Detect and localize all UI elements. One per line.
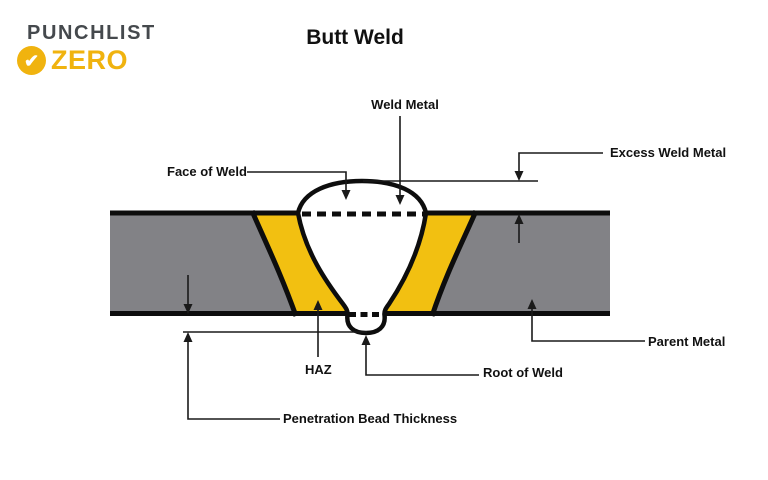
label-excess-weld-metal: Excess Weld Metal — [610, 145, 727, 160]
haz-right-boundary-line — [429, 209, 479, 317]
weld-bead-shape — [295, 178, 429, 336]
weld-metal-arrow-icon — [395, 195, 405, 205]
penetration-up-arrow-icon — [183, 332, 193, 342]
excess-down-arrow-icon — [514, 171, 524, 181]
haz-left-region — [252, 211, 348, 316]
page-title: Butt Weld — [306, 26, 404, 49]
haz-left-boundary-line — [249, 209, 299, 317]
label-parent-metal: Parent Metal — [648, 334, 726, 349]
root-of-weld-arrow-icon — [361, 335, 371, 345]
arrowheads — [183, 171, 537, 345]
face-of-weld-pointer-line — [247, 171, 347, 191]
haz-right-region — [380, 211, 476, 316]
label-haz: HAZ — [305, 362, 332, 377]
logo-wordmark-punchlist: PUNCHLIST — [27, 22, 156, 44]
punchlist-zero-logo: PUNCHLIST ✔ ZERO — [17, 22, 156, 75]
penetration-down-arrow-icon — [183, 304, 193, 314]
check-icon: ✔ — [17, 46, 46, 75]
check-glyph: ✔ — [23, 50, 40, 71]
logo-bottom-row: ✔ ZERO — [17, 46, 156, 75]
parent-metal-pointer-line — [531, 308, 645, 342]
haz-arrow-icon — [313, 300, 323, 310]
logo-wordmark-zero: ZERO — [51, 45, 129, 75]
label-root-of-weld: Root of Weld — [483, 365, 563, 380]
excess-weld-metal-pointer-line — [518, 152, 603, 172]
face-of-weld-arrow-icon — [341, 190, 351, 200]
label-penetration-bead-thickness: Penetration Bead Thickness — [283, 411, 458, 426]
parent-metal-arrow-icon — [527, 299, 537, 309]
penetration-pointer-line — [187, 342, 280, 420]
root-of-weld-pointer-line — [365, 345, 479, 376]
label-weld-metal: Weld Metal — [371, 97, 439, 112]
excess-up-arrow-icon — [514, 214, 524, 224]
label-face-of-weld: Face of Weld — [167, 164, 247, 179]
